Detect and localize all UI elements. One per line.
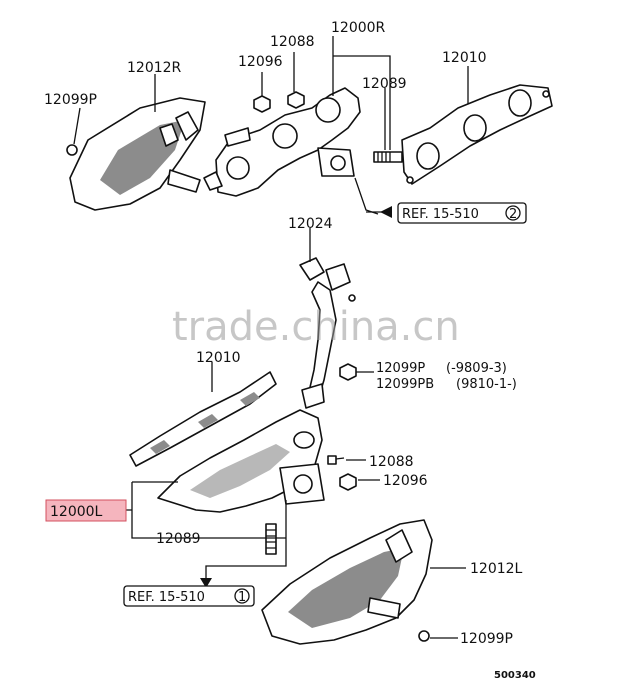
label-12024: 12024 [288, 216, 333, 232]
label-12012r: 12012R [127, 60, 182, 76]
nut-12096-bot-part [339, 473, 357, 491]
label-12088-bot: 12088 [369, 454, 414, 470]
label-12096-top: 12096 [238, 54, 283, 70]
label-12096-bot: 12096 [383, 473, 428, 489]
label-12088-top: 12088 [270, 34, 315, 50]
nut-12088-bot-part [327, 455, 345, 465]
ref-top-number: 2 [509, 207, 517, 222]
ref-box-bot: REF. 15-510 1 [123, 585, 255, 607]
stud-12089-top-part [373, 151, 403, 163]
bolt-12099p-mid-part [339, 363, 357, 381]
ref-arrow-bot-icon [200, 578, 212, 588]
label-12089-bot: 12089 [156, 531, 201, 547]
leader-lines [73, 36, 469, 639]
label-12099p-mid: 12099P [376, 361, 425, 376]
gasket-right-part [401, 84, 553, 185]
ref-box-top: REF. 15-510 2 [397, 202, 527, 224]
label-12010-top: 12010 [442, 50, 487, 66]
gasket-left-part [129, 371, 277, 467]
egr-pipe-12024-part [299, 257, 356, 409]
ref-bot-number: 1 [238, 590, 246, 605]
ref-arrow-top-icon [366, 206, 392, 218]
exhaust-manifold-left-part [157, 409, 325, 513]
bolt-12099p-bot-part [418, 630, 430, 642]
diagram-number: 500340 [494, 670, 536, 681]
stud-12089-bot-part [265, 523, 277, 555]
label-12000l: 12000L [50, 504, 103, 520]
watermark: trade.china.cn [172, 304, 460, 350]
label-12012l: 12012L [470, 561, 523, 577]
nut-12088-top-part [287, 91, 305, 109]
label-12099p-bot: 12099P [460, 631, 513, 647]
heat-shield-left-part [261, 519, 433, 645]
bolt-12099p-top-part [66, 144, 78, 156]
label-12099p-mid-range: (-9809-3) [446, 361, 507, 376]
label-12010-mid: 12010 [196, 350, 241, 366]
label-12099pb-mid: 12099PB [376, 377, 434, 392]
label-12089-top: 12089 [362, 76, 407, 92]
ref-bot-text: REF. 15-510 [128, 590, 205, 605]
ref-top-text: REF. 15-510 [402, 207, 479, 222]
heat-shield-right-part [69, 97, 206, 211]
label-12000l-highlight: 12000L [45, 499, 127, 522]
label-12099pb-mid-range: (9810-1-) [456, 377, 517, 392]
exhaust-manifold-right-part [203, 87, 361, 197]
label-12099p-top: 12099P [44, 92, 97, 108]
label-12000r: 12000R [331, 20, 386, 36]
nut-12096-top-part [253, 95, 271, 113]
